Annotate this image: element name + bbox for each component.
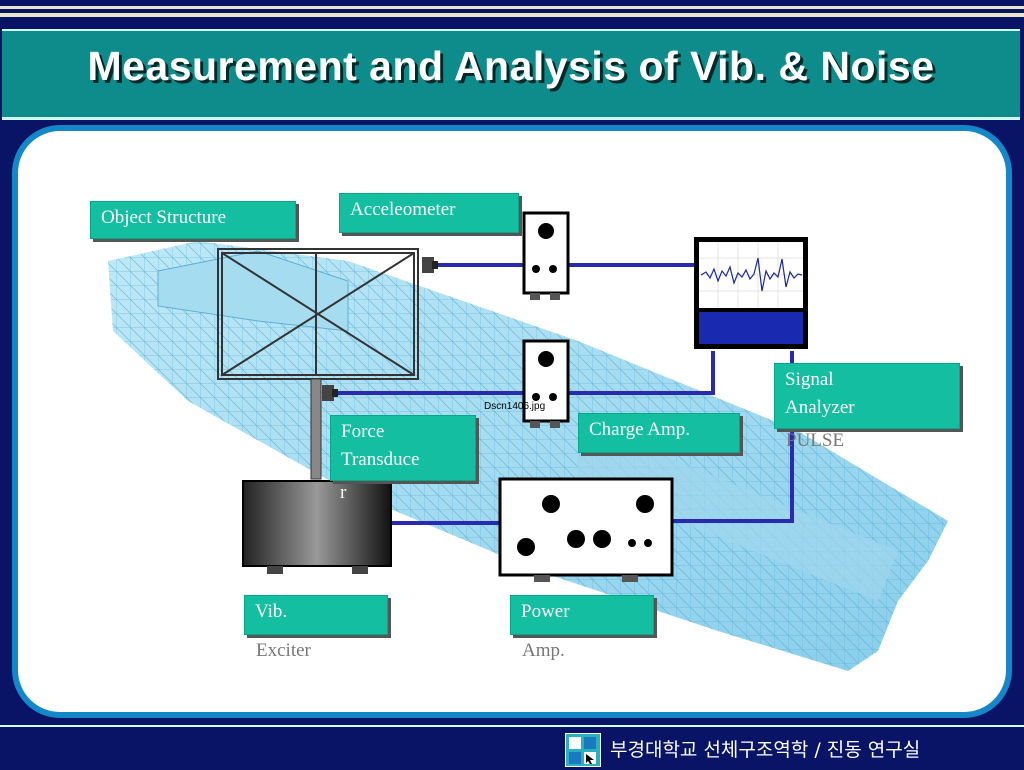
power-amp-label-overflow: Amp. [522, 640, 565, 661]
charge-amp-label: Charge Amp. [578, 413, 740, 453]
diagram-panel: Dscn1406.jpg Object Structure Acceleomet… [12, 125, 1012, 718]
signal-analyzer-label-overflow: PULSE [786, 430, 845, 451]
force-transducer-label-overflow: r [340, 482, 347, 503]
footer-lab-name: 부경대학교 선체구조역학 / 진동 연구실 [610, 739, 921, 761]
lab-logo-icon [565, 733, 601, 767]
stripe [0, 13, 1024, 17]
power-amp-label: Power [510, 595, 654, 635]
signal-analyzer-label-line: Analyzer [785, 397, 855, 418]
footer-bar: 부경대학교 선체구조역학 / 진동 연구실 [0, 725, 1024, 770]
power-amplifier-icon [498, 477, 674, 582]
stripe [0, 6, 1024, 9]
slide-title: Measurement and Analysis of Vib. & Noise [87, 43, 935, 89]
top-decorative-stripes [0, 0, 1024, 26]
vib-exciter-label: Vib. [244, 595, 388, 635]
diagram-canvas [108, 211, 948, 671]
charge-amplifier-icon [522, 211, 570, 300]
signal-analyzer-label: Signal Analyzer [774, 363, 960, 429]
force-transducer-label: Force Transduce [330, 415, 476, 481]
title-bar: Measurement and Analysis of Vib. & Noise [2, 29, 1020, 120]
force-transducer-label-line: Force [341, 421, 385, 442]
exciter-rod [310, 378, 322, 480]
charge-amplifier-icon [522, 339, 570, 428]
signal-analyzer-screen-icon [694, 237, 808, 349]
object-structure-label: Object Structure [90, 201, 296, 239]
force-transducer-label-line: Transduce [341, 449, 420, 470]
signal-analyzer-label-line: Signal [785, 369, 834, 390]
ship-hull-icon [108, 241, 948, 671]
image-caption: Dscn1406.jpg [484, 401, 546, 412]
accelerometer-sensor-icon [422, 257, 438, 273]
accelerometer-label: Acceleometer [339, 193, 519, 233]
vibration-exciter-icon [242, 480, 392, 574]
force-transducer-sensor-icon [322, 385, 338, 401]
vib-exciter-label-overflow: Exciter [256, 640, 311, 661]
